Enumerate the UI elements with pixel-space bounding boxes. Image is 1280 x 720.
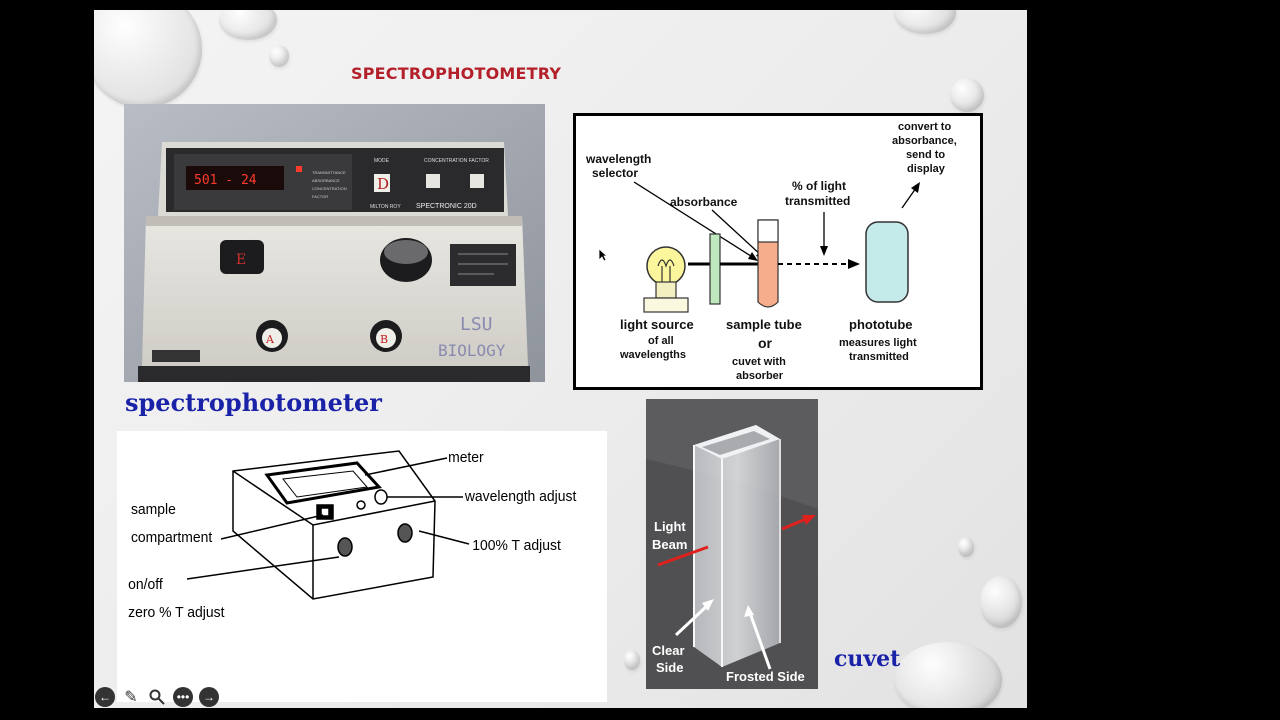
arrow-left-icon[interactable]: ←	[95, 687, 115, 707]
photo-knob-a: A	[265, 333, 275, 346]
svg-text:ABSORBANCE: ABSORBANCE	[312, 178, 340, 183]
label-wavelength-selector-1: wavelength	[585, 152, 651, 166]
photo-knob-b: B	[380, 333, 388, 346]
water-drop-decoration	[894, 642, 1002, 708]
arrow-right-icon[interactable]: →	[199, 687, 219, 707]
label-sample-tube-2: or	[758, 335, 773, 351]
label-clear-1: Clear	[652, 643, 685, 658]
svg-text:CONCENTRATION: CONCENTRATION	[312, 186, 347, 191]
label-light-beam-2: Beam	[652, 537, 687, 552]
label-clear-2: Side	[656, 660, 683, 675]
label-sample-tube-4: absorber	[736, 370, 784, 382]
label-frosted-side: Frosted Side	[726, 669, 805, 684]
photo-sticker-biology: BIOLOGY	[438, 341, 506, 360]
svg-text:TRANSMITTANCE: TRANSMITTANCE	[312, 170, 346, 175]
label-light-source-3: wavelengths	[619, 349, 686, 361]
water-drop-decoration	[894, 10, 956, 34]
mouse-cursor-icon	[598, 248, 608, 262]
label-light-source-1: light source	[620, 317, 694, 332]
photo-model: SPECTRONIC 20D	[416, 203, 477, 210]
water-drop-decoration	[980, 576, 1022, 628]
label-light-beam-1: Light	[654, 519, 686, 534]
photo-mode-label: MODE	[374, 158, 390, 164]
water-drop-decoration	[269, 45, 289, 67]
label-convert-1: convert to	[898, 121, 951, 133]
label-phototube-3: transmitted	[849, 351, 909, 363]
label-absorbance: absorbance	[670, 195, 738, 209]
slideshow-toolbar: ← ✎ ••• →	[95, 686, 219, 708]
label-zero-t: zero % T adjust	[128, 605, 224, 622]
water-drop-decoration	[958, 537, 974, 557]
cuvet-illustration: Light Beam Clear Side Frosted Side	[646, 399, 818, 689]
water-drop-decoration	[94, 10, 202, 108]
spectrophotometer-illustration: 501 - 24 TRANSMITTANCE ABSORBANCE CONCEN…	[124, 104, 545, 382]
label-wavelength-selector-2: selector	[592, 166, 638, 180]
label-wavelength-adjust: wavelength adjust	[464, 489, 577, 506]
water-drop-decoration	[624, 650, 640, 670]
label-pct-light-1: % of light	[792, 179, 846, 193]
label-onoff: on/off	[128, 577, 164, 594]
photo-display-text: 501 - 24	[194, 173, 257, 188]
label-light-source-2: of all	[648, 335, 674, 347]
svg-text:FACTOR: FACTOR	[312, 194, 328, 199]
label-pct-light-2: transmitted	[785, 194, 850, 208]
slide: SPECTROPHOTOMETRY 501 - 24 TRAN	[94, 10, 1027, 708]
caption-cuvet: cuvet	[834, 646, 901, 672]
light-path-diagram: wavelength selector absorbance % of ligh…	[585, 121, 957, 382]
label-t-adjust: 100% T adjust	[472, 538, 561, 555]
spectrophotometer-schematic: meter wavelength adjust sample compartme…	[117, 431, 607, 702]
label-phototube-1: phototube	[849, 317, 913, 332]
label-convert-4: display	[907, 163, 946, 175]
photo-sticker-lsu: LSU	[460, 314, 493, 335]
label-sample-2: compartment	[131, 530, 212, 547]
water-drop-decoration	[950, 78, 984, 112]
label-convert-3: send to	[906, 149, 945, 161]
caption-spectrophotometer: spectrophotometer	[125, 388, 382, 417]
spectrophotometer-photo: 501 - 24 TRANSMITTANCE ABSORBANCE CONCEN…	[124, 104, 545, 382]
label-convert-2: absorbance,	[892, 135, 957, 147]
pen-icon[interactable]: ✎	[124, 689, 138, 706]
label-meter: meter	[448, 450, 484, 467]
slide-title: SPECTROPHOTOMETRY	[351, 64, 562, 83]
spectrophotometer-diagram: wavelength selector absorbance % of ligh…	[573, 113, 983, 390]
photo-factor-label: CONCENTRATION FACTOR	[424, 158, 489, 164]
cuvet-photo: Light Beam Clear Side Frosted Side	[646, 399, 818, 689]
photo-knob-d: D	[377, 175, 389, 193]
magnifier-icon[interactable]	[147, 687, 167, 707]
label-sample-1: sample	[131, 502, 176, 519]
photo-brand: MILTON ROY	[370, 204, 401, 210]
label-sample-tube-1: sample tube	[726, 317, 802, 332]
label-sample-tube-3: cuvet with	[732, 356, 786, 368]
ellipsis-icon[interactable]: •••	[173, 687, 193, 707]
label-phototube-2: measures light	[839, 337, 917, 349]
water-drop-decoration	[219, 10, 277, 40]
schematic-drawing: meter wavelength adjust sample compartme…	[128, 450, 577, 622]
photo-knob-e: E	[236, 252, 246, 268]
